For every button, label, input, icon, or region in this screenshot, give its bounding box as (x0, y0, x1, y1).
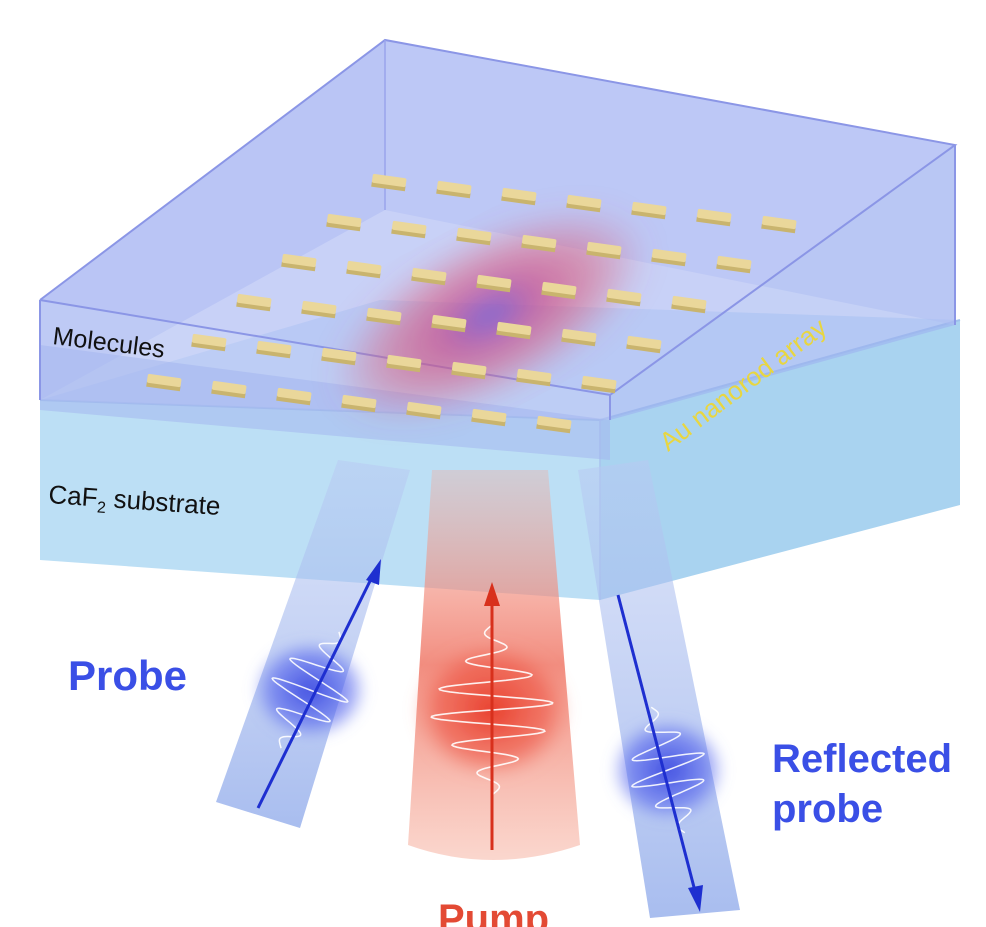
nanorod (326, 213, 362, 232)
nanorod (391, 220, 427, 239)
pump-arrow-head (484, 582, 500, 606)
nanorod (566, 194, 602, 213)
nanorod (521, 234, 557, 253)
reflected-probe-beam (578, 460, 740, 918)
nanorod (236, 293, 272, 312)
nanorod (436, 180, 472, 199)
nanorod (256, 340, 292, 359)
nanorod (761, 215, 797, 234)
nanorod (541, 281, 577, 300)
nanorod (516, 368, 552, 387)
nanorod (586, 241, 622, 260)
nanorod (371, 173, 407, 192)
nanorod (191, 333, 227, 352)
nanorod (341, 394, 377, 413)
nanorod (211, 380, 247, 399)
pump-beam (408, 470, 580, 860)
nanorod (146, 373, 182, 392)
nanorod (301, 300, 337, 319)
probe-arrow-head (366, 559, 381, 585)
nanorod (476, 274, 512, 293)
nanorod (451, 361, 487, 380)
nanorod (651, 248, 687, 267)
nanorod (346, 260, 382, 279)
probe-arrow-shaft (256, 574, 375, 809)
nanorod (366, 307, 402, 326)
nanorod (471, 408, 507, 427)
reflected-arrow-head (688, 885, 703, 912)
nanorod (501, 187, 537, 206)
reflected-label-line1: Reflected (772, 737, 952, 781)
nanorod (671, 295, 707, 314)
reflected-arrow-shaft (616, 594, 698, 896)
pump-label: Pump (438, 897, 549, 927)
nanorod (581, 375, 617, 394)
nanorod (386, 354, 422, 373)
nanorod (276, 387, 312, 406)
nanorod (496, 321, 532, 340)
nanorod (431, 314, 467, 333)
nanorod (536, 415, 572, 434)
nanorod (411, 267, 447, 286)
nanorod (631, 201, 667, 220)
reflected-label-line2: probe (772, 787, 883, 831)
nanorod (406, 401, 442, 420)
nanorod (716, 255, 752, 274)
substrate-label: CaF2 substrate (47, 479, 221, 525)
nanorod (606, 288, 642, 307)
nanorod (561, 328, 597, 347)
probe-beam (216, 460, 410, 828)
au-nanorod-array (146, 173, 797, 434)
probe-label: Probe (68, 652, 187, 699)
nanorod (281, 253, 317, 272)
nanorod (696, 208, 732, 227)
nanorod (456, 227, 492, 246)
nanorod (626, 335, 662, 354)
nanorod (321, 347, 357, 366)
